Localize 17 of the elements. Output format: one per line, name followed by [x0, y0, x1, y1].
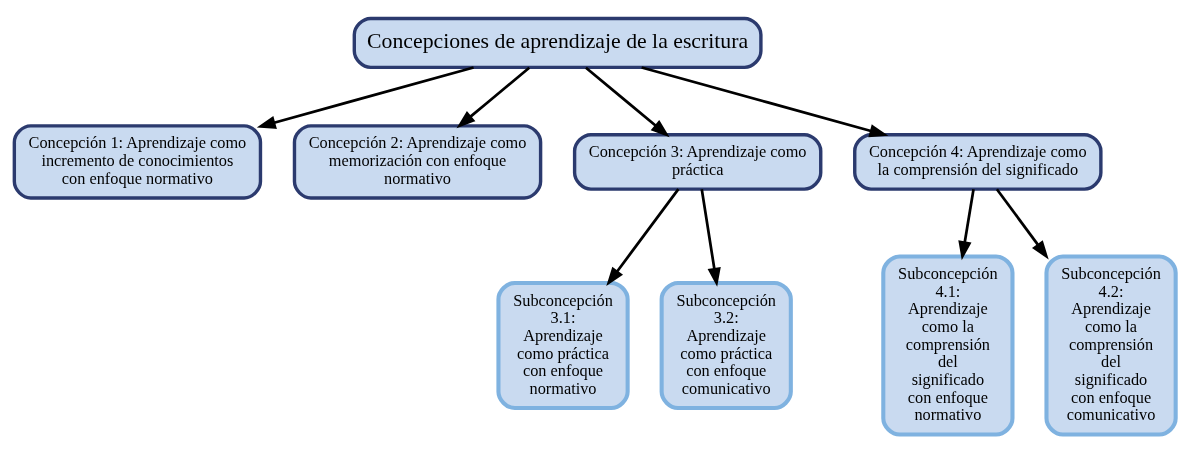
- arrow: [995, 188, 1049, 260]
- arrow: [606, 188, 680, 287]
- arrow: [958, 188, 975, 261]
- arrow: [256, 66, 474, 129]
- node-box: Concepción 3: Aprendizaje como práctica: [572, 133, 823, 191]
- arrow: [456, 66, 531, 129]
- arrow: [700, 188, 721, 287]
- node-box: Concepciones de aprendizaje de la escritura: [352, 16, 763, 70]
- node-box: Subconcepción 4.1: Aprendizaje como la comprensión del significado con enfoque normativo: [881, 254, 1015, 437]
- node-box: Subconcepción 3.1: Aprendizaje como práctica con enfoque normativo: [496, 280, 630, 411]
- node-box: Concepción 1: Aprendizaje como incremento de conocimientos con enfoque normativo: [12, 124, 263, 200]
- node-box: Concepción 2: Aprendizaje como memorización con enfoque normativo: [292, 124, 543, 200]
- node-box: Concepción 4: Aprendizaje como la comprensión del significado: [853, 133, 1103, 191]
- node-box: Subconcepción 4.2: Aprendizaje como la comprensión del significado con enfoque comunicativo: [1044, 254, 1178, 437]
- node-box: Subconcepción 3.2: Aprendizaje como práctica con enfoque comunicativo: [659, 280, 793, 411]
- arrow: [585, 66, 670, 138]
- arrow: [641, 66, 889, 138]
